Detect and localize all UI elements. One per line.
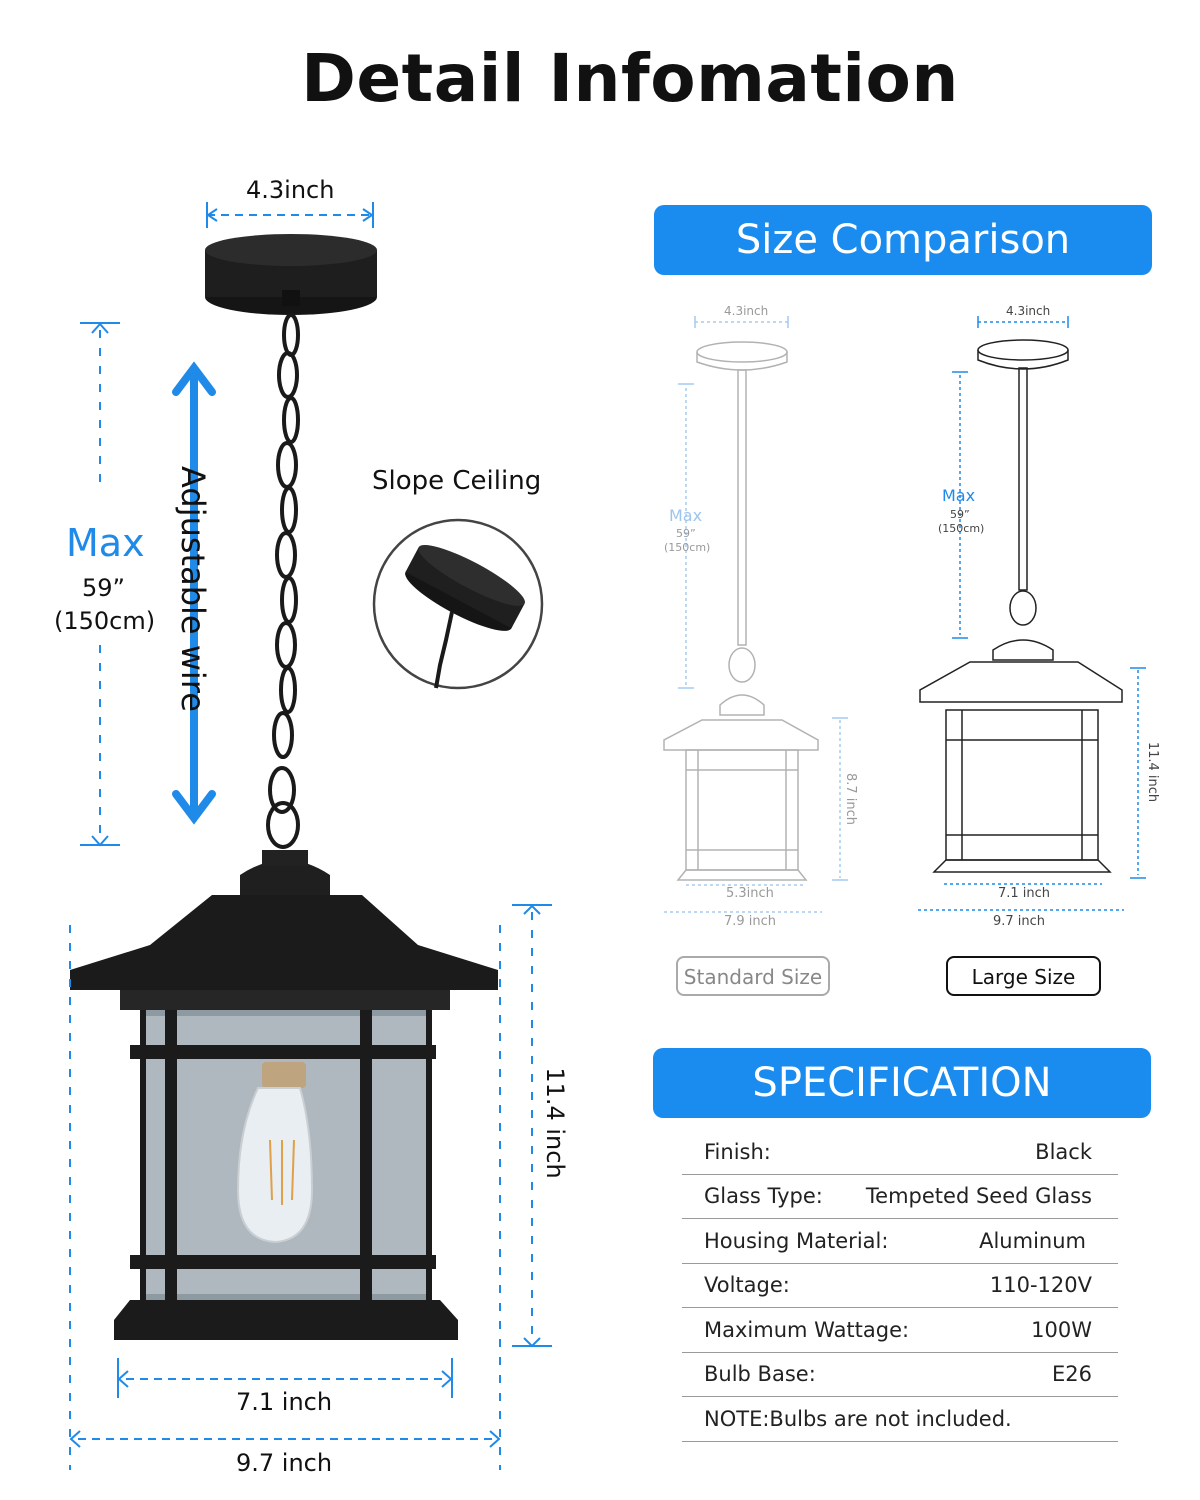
- main-product-illustration: [69, 202, 552, 1470]
- spec-value: Tempeted Seed Glass: [865, 1184, 1092, 1209]
- ceiling-canopy: [205, 234, 377, 315]
- slope-ceiling-label: Slope Ceiling: [372, 466, 542, 496]
- spec-value: Aluminum: [979, 1228, 1086, 1253]
- spec-row-finish: Finish: Black: [682, 1130, 1118, 1175]
- spec-value: 110-120V: [989, 1273, 1092, 1298]
- spec-label: Finish:: [704, 1139, 771, 1164]
- standard-max-length-cm: (150cm): [664, 541, 711, 554]
- large-top-width: 4.3inch: [1006, 304, 1051, 318]
- large-max-label: Max: [942, 486, 976, 505]
- spec-note-text: NOTE:Bulbs are not included.: [704, 1406, 1012, 1431]
- standard-height: 8.7 inch: [843, 772, 858, 826]
- bulb: [236, 1062, 314, 1244]
- dimension-bottom-width: [117, 1358, 453, 1398]
- standard-size-button[interactable]: Standard Size: [676, 956, 830, 996]
- adjustable-wire-label: Adjustable wire: [174, 466, 212, 712]
- large-bottom-width: 7.1 inch: [998, 886, 1051, 901]
- dimension-height: [69, 904, 552, 1470]
- large-height: 11.4 inch: [1145, 741, 1160, 803]
- slope-ceiling-inset: [372, 518, 544, 690]
- specification-table: Finish: Black Glass Type: Tempeted Seed …: [682, 1130, 1118, 1442]
- spec-value: Black: [1035, 1139, 1092, 1164]
- max-length-label: 59”: [82, 574, 125, 602]
- standard-overall-width: 7.9 inch: [724, 914, 777, 929]
- dimension-max-length: [80, 322, 120, 847]
- dimension-overall-width: [69, 1430, 501, 1448]
- adjustable-arrow: [172, 361, 216, 825]
- chain: [266, 313, 300, 849]
- large-max-length: 59”: [950, 508, 970, 521]
- spec-label: Voltage:: [704, 1273, 790, 1298]
- spec-row-maximum-wattage: Maximum Wattage: 100W: [682, 1308, 1118, 1353]
- spec-row-housing-material: Housing Material: Aluminum: [682, 1219, 1118, 1264]
- spec-note: NOTE:Bulbs are not included.: [682, 1397, 1118, 1442]
- height-label: 11.4 inch: [541, 1067, 569, 1179]
- spec-row-voltage: Voltage: 110-120V: [682, 1264, 1118, 1308]
- standard-lamp-drawing: [663, 316, 848, 913]
- spec-row-bulb-base: Bulb Base: E26: [682, 1353, 1118, 1397]
- max-length-cm-label: (150cm): [54, 607, 156, 635]
- spec-value: E26: [1052, 1362, 1092, 1387]
- top-width-label: 4.3inch: [246, 176, 335, 204]
- standard-top-width: 4.3inch: [724, 304, 769, 318]
- overall-width-label: 9.7 inch: [236, 1449, 333, 1477]
- spec-label: Glass Type:: [704, 1184, 823, 1209]
- max-label: Max: [66, 521, 145, 565]
- spec-label: Bulb Base:: [704, 1362, 816, 1387]
- bottom-width-label: 7.1 inch: [236, 1388, 333, 1416]
- specification-banner: SPECIFICATION: [653, 1048, 1151, 1118]
- size-comparison-illustrations: [663, 316, 1146, 913]
- standard-bottom-width: 5.3inch: [726, 886, 774, 901]
- spec-label: Maximum Wattage:: [704, 1317, 910, 1342]
- standard-max-label: Max: [669, 506, 703, 525]
- spec-value: 100W: [1031, 1317, 1092, 1342]
- lantern: [70, 850, 498, 1340]
- large-lamp-drawing: [918, 316, 1146, 911]
- size-comparison-banner: Size Comparison: [654, 205, 1152, 275]
- large-overall-width: 9.7 inch: [993, 914, 1046, 929]
- spec-label: Housing Material:: [704, 1228, 889, 1253]
- spec-row-glass-type: Glass Type: Tempeted Seed Glass: [682, 1175, 1118, 1219]
- large-size-button[interactable]: Large Size: [946, 956, 1101, 996]
- standard-max-length: 59”: [676, 527, 696, 540]
- large-max-length-cm: (150cm): [938, 522, 985, 535]
- dimension-top-width: [206, 202, 374, 228]
- page-title: Detail Infomation: [301, 40, 959, 117]
